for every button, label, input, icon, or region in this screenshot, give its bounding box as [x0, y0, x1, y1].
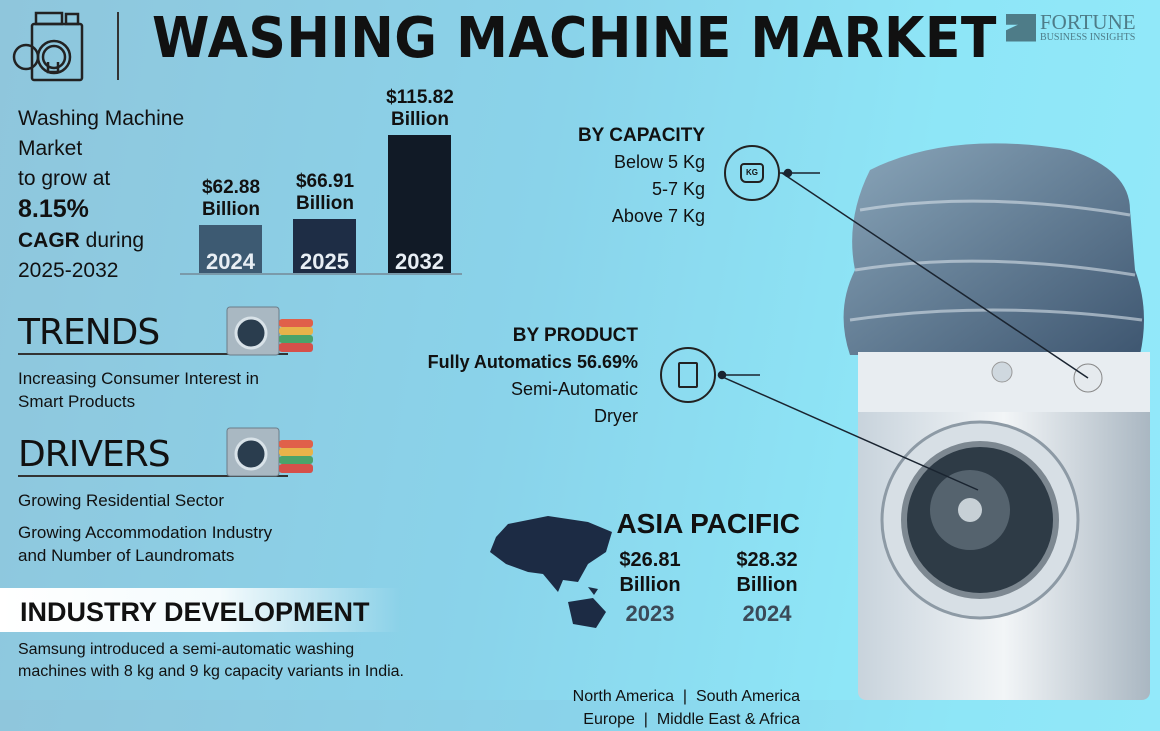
driver-text: and Number of Laundromats — [18, 546, 235, 565]
capacity-segment: BY CAPACITY Below 5 Kg 5-7 Kg Above 7 Kg — [578, 122, 705, 230]
bar-2024: 2024 — [199, 225, 262, 274]
clipboard-boxes-icon — [660, 347, 716, 403]
region-list: Europe | Middle East & Africa — [583, 711, 800, 728]
washer-clothes-icon — [226, 427, 313, 477]
region-value: $28.32 — [736, 549, 798, 571]
region-unit: Billion — [736, 574, 798, 596]
bar-2032: 2032 — [388, 135, 451, 274]
logo-text: FORTUNE — [1040, 10, 1136, 34]
summary-text: during — [79, 229, 145, 252]
region-year: 2024 — [742, 601, 792, 626]
capacity-heading: BY CAPACITY — [577, 125, 705, 146]
capacity-item: 5-7 Kg — [651, 179, 705, 199]
bar-year-label: 2032 — [395, 249, 444, 274]
region-unit: Billion — [619, 574, 681, 596]
weight-kg-icon: KG — [724, 145, 780, 201]
forecast-period: 2025-2032 — [18, 259, 119, 282]
industry-line: machines with 8 kg and 9 kg capacity var… — [18, 663, 404, 680]
bar-value: $62.88 — [201, 177, 261, 199]
capacity-item: Above 7 Kg — [611, 206, 705, 226]
asia-pacific-map-icon — [490, 516, 612, 628]
cagr-value: 8.15% — [18, 195, 89, 223]
kg-label: KG — [740, 163, 764, 183]
region-year: 2023 — [625, 601, 675, 626]
product-item: Dryer — [594, 406, 638, 426]
bar-unit: Billion — [201, 199, 261, 221]
bar-year-label: 2025 — [300, 249, 349, 274]
bar-value: $66.91 — [295, 170, 355, 192]
market-summary: Washing Machine Market to grow at 8.15% … — [18, 104, 184, 286]
bar-unit: Billion — [390, 109, 450, 131]
driver-item: Growing Accommodation Industry and Number… — [18, 521, 272, 567]
chart-baseline — [180, 273, 462, 275]
product-item: Semi-Automatic — [510, 379, 638, 399]
drivers-heading: DRIVERS — [18, 434, 171, 475]
page-title: WASHING MACHINE MARKET — [152, 6, 997, 71]
trends-heading: TRENDS — [18, 312, 160, 353]
industry-heading: INDUSTRY DEVELOPMENT — [20, 597, 370, 627]
brand-logo: FORTUNE BUSINESS INSIGHTS — [1006, 12, 1136, 43]
summary-line: Washing Machine — [18, 107, 185, 130]
driver-item: Growing Residential Sector — [18, 491, 224, 510]
trend-item: Smart Products — [18, 392, 136, 411]
bar-unit: Billion — [295, 192, 355, 214]
industry-line: Samsung introduced a semi-automatic wash… — [18, 641, 355, 658]
washer-clothes-icon — [226, 306, 313, 356]
trend-item: Increasing Consumer Interest in — [18, 369, 259, 388]
driver-text: Growing Accommodation Industry — [18, 523, 273, 542]
bar-value: $115.82 — [386, 87, 454, 109]
industry-band — [0, 588, 400, 632]
region-heading: ASIA PACIFIC — [616, 508, 800, 539]
summary-line: Market — [18, 137, 83, 160]
bar-2025: 2025 — [293, 218, 356, 274]
drivers-underline — [18, 475, 288, 477]
industry-text: Samsung introduced a semi-automatic wash… — [18, 639, 404, 683]
trends-text: Increasing Consumer Interest in Smart Pro… — [18, 367, 259, 413]
logo-subtext: BUSINESS INSIGHTS — [1040, 32, 1136, 43]
product-heading: BY PRODUCT — [512, 325, 638, 346]
bar-year-label: 2024 — [206, 249, 255, 274]
capacity-item: Below 5 Kg — [613, 152, 705, 172]
cagr-label: CAGR — [18, 229, 80, 252]
summary-line: to grow at — [18, 167, 111, 190]
region-value: $26.81 — [619, 549, 681, 571]
washing-machine-photo — [843, 143, 1150, 700]
logo-mark-icon — [1006, 13, 1036, 42]
trends-underline — [18, 353, 288, 355]
region-list: North America | South America — [572, 688, 800, 705]
product-item: Fully Automatics 56.69% — [427, 352, 638, 372]
header-divider — [117, 12, 119, 80]
washing-machine-icon — [12, 11, 84, 82]
product-segment: BY PRODUCT Fully Automatics 56.69% Semi-… — [428, 322, 638, 430]
